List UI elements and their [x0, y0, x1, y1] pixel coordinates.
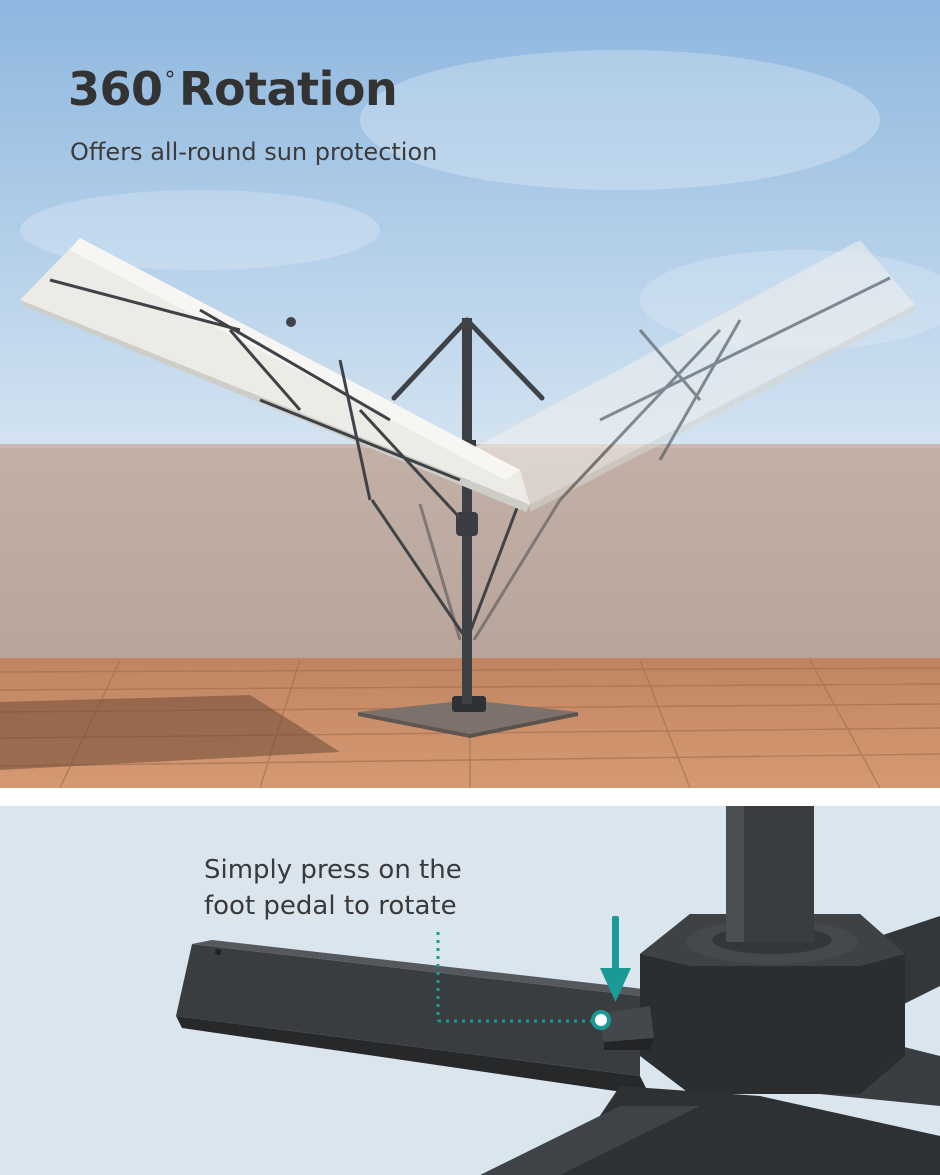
weight-base [358, 696, 578, 738]
canopy-rotated-ghost [470, 240, 915, 512]
base-hub [640, 914, 905, 1094]
leader-line [436, 932, 594, 1023]
cloud [20, 190, 380, 270]
page-title: 360°Rotation [68, 62, 398, 116]
foot-pedal [598, 1006, 654, 1050]
instruction-line-2: foot pedal to rotate [204, 891, 457, 921]
degree-symbol: ° [164, 68, 176, 93]
canopy-main [20, 238, 530, 520]
down-arrow-icon [600, 916, 631, 1002]
top-arms [391, 317, 545, 401]
umbrella-illustration [0, 0, 940, 788]
cloud [360, 50, 880, 190]
base-closeup-illustration [0, 806, 940, 1175]
support-struts [370, 499, 562, 641]
umbrella-pole [462, 318, 472, 704]
pedal-marker-icon [591, 1010, 611, 1030]
title-word: Rotation [179, 62, 398, 116]
pedal-instruction: Simply press on the foot pedal to rotate [204, 852, 462, 924]
page-subtitle: Offers all-round sun protection [70, 138, 438, 166]
umbrella-shadow [0, 695, 340, 770]
title-number: 360 [68, 62, 163, 116]
foot-pedal-detail: Simply press on the foot pedal to rotate [0, 806, 940, 1175]
instruction-line-1: Simply press on the [204, 855, 462, 885]
base-arm-left [176, 940, 652, 1096]
section-divider [0, 788, 940, 806]
rotation-scene: 360°Rotation Offers all-round sun protec… [0, 0, 940, 788]
